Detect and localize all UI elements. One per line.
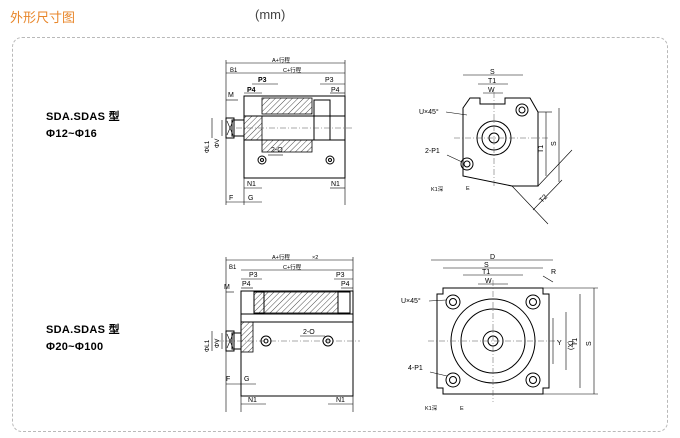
- label-m-large: M: [224, 284, 230, 291]
- label-r: R: [551, 269, 556, 276]
- dim-p4-right: P4: [331, 87, 340, 94]
- dim-x2: ×2: [312, 255, 318, 261]
- dim-c-stroke-large: C+行程: [283, 263, 302, 271]
- label-t1-top-small: T1: [488, 78, 496, 85]
- label-f-large: F: [226, 376, 230, 383]
- label-t1-side-large: T1: [572, 338, 579, 346]
- end-view-large: D S T1 W R U×45° 4-P1 K1深 E Y (X) T1 S: [401, 254, 598, 412]
- label-e-large: E: [460, 406, 464, 412]
- label-s-top-large: S: [484, 262, 489, 269]
- model-series-large: SDA.SDAS 型: [46, 324, 120, 336]
- dim-p4-left-large: P4: [242, 281, 251, 288]
- label-s-side-large: S: [586, 341, 593, 346]
- label-n1-left-large: N1: [248, 397, 257, 404]
- label-l1-small: ΦL1: [204, 140, 211, 153]
- model-range-small: Φ12~Φ16: [46, 128, 98, 140]
- model-label-large: SDA.SDAS 型 Φ20~Φ100: [46, 321, 120, 353]
- side-view-small: A+行程 C+行程 B1 P3 P3 P4 P4 2-O M ΦL1: [204, 56, 352, 205]
- label-u45-small: U×45°: [419, 108, 439, 116]
- side-view-large: A+行程 ×2 C+行程 B1 P3 P3 P4 P4 2-O M ΦL1: [204, 253, 360, 412]
- dim-b1: B1: [230, 68, 238, 74]
- label-n1-right-small: N1: [331, 181, 340, 188]
- label-u45-large: U×45°: [401, 297, 421, 305]
- label-2-o-large: 2-O: [303, 329, 315, 336]
- label-2-p1: 2-P1: [425, 148, 440, 155]
- label-4-p1: 4-P1: [408, 365, 423, 372]
- label-w-large: W: [485, 278, 492, 285]
- label-n1-left-small: N1: [247, 181, 256, 188]
- dim-p3-left-large: P3: [249, 272, 258, 279]
- model-range-large: Φ20~Φ100: [46, 341, 104, 353]
- label-2-o-small: 2-O: [271, 147, 283, 154]
- label-w-small: W: [488, 87, 495, 94]
- page-title: 外形尺寸图: [10, 10, 76, 25]
- label-m-small: M: [228, 92, 234, 99]
- dim-p4-left: P4: [247, 87, 256, 94]
- label-t1-top-large: T1: [482, 269, 490, 276]
- label-g-large: G: [244, 376, 249, 383]
- label-k1-small: K1深: [431, 185, 444, 193]
- label-t2: T2: [538, 194, 549, 205]
- label-e-small: E: [466, 186, 470, 192]
- dim-b1-large: B1: [229, 265, 237, 271]
- label-n1-right-large: N1: [336, 397, 345, 404]
- label-x: (X): [568, 341, 575, 350]
- label-t1-side-small: T1: [538, 145, 545, 153]
- label-l1-large: ΦL1: [204, 339, 211, 352]
- drawing-panel: [12, 37, 668, 432]
- unit-label: (mm): [255, 7, 286, 22]
- dim-a-stroke: A+行程: [272, 56, 290, 64]
- label-v-large: ΦV: [214, 338, 221, 348]
- label-v-small: ΦV: [214, 138, 221, 148]
- dim-p4-right-large: P4: [341, 281, 350, 288]
- label-y: Y: [557, 340, 562, 347]
- label-f-small: F: [229, 195, 233, 202]
- model-series-small: SDA.SDAS 型: [46, 111, 120, 123]
- end-view-small: S T1 W U×45° 2-P1 K1深 E T1 S T2: [419, 69, 573, 225]
- label-s-top-small: S: [490, 69, 495, 76]
- dim-a-stroke-large: A+行程: [272, 253, 290, 261]
- label-g-small: G: [248, 195, 253, 202]
- dim-p3-left: P3: [258, 77, 267, 84]
- dim-c-stroke: C+行程: [283, 66, 302, 74]
- label-s-side-small: S: [551, 141, 558, 146]
- label-k1-large: K1深: [425, 404, 438, 412]
- dim-p3-right: P3: [325, 77, 334, 84]
- label-d: D: [490, 254, 495, 261]
- model-label-small: SDA.SDAS 型 Φ12~Φ16: [46, 108, 120, 140]
- dim-p3-right-large: P3: [336, 272, 345, 279]
